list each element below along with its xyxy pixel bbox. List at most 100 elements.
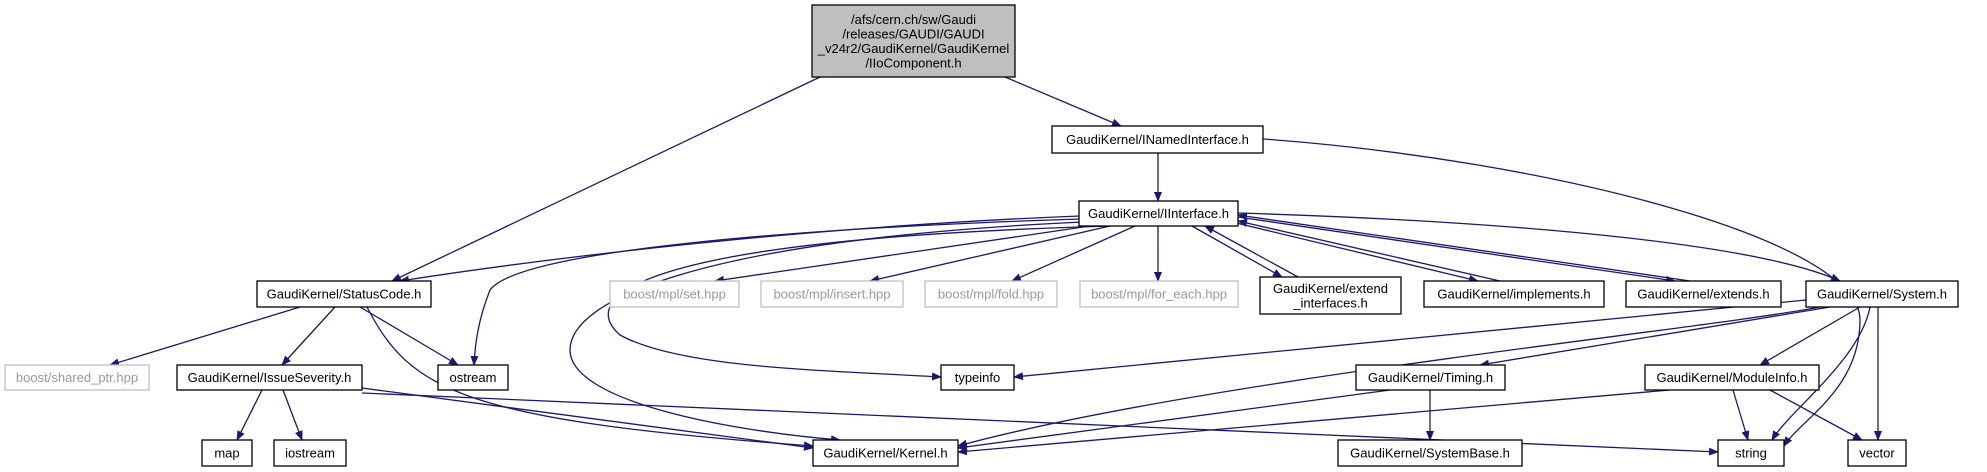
edge-issue-to-map	[236, 389, 263, 441]
node-label: _v24r2/GaudiKernel/GaudiKernel	[817, 41, 1010, 56]
edge-iiface-to-kernel	[569, 221, 1083, 444]
node-label: GaudiKernel/implements.h	[1437, 287, 1590, 302]
node-box	[812, 439, 959, 467]
edge-iiface-to-impl	[1231, 221, 1479, 283]
node-inamed[interactable]: GaudiKernel/INamedInterface.h	[1051, 125, 1264, 154]
edge-status-to-shptr	[109, 306, 301, 367]
edge-iiface-to-fold	[1011, 225, 1136, 282]
node-sysbase[interactable]: GaudiKernel/SystemBase.h	[1337, 439, 1523, 467]
node-label: boost/mpl/insert.hpp	[773, 287, 890, 302]
edge-status-to-kernel	[366, 306, 814, 450]
node-set: boost/mpl/set.hpp	[609, 280, 740, 308]
node-layer: /afs/cern.ch/sw/Gaudi/releases/GAUDI/GAU…	[4, 4, 1959, 467]
node-label: /afs/cern.ch/sw/Gaudi	[851, 12, 976, 27]
node-modinfo[interactable]: GaudiKernel/ModuleInfo.h	[1644, 364, 1820, 391]
node-label: GaudiKernel/INamedInterface.h	[1066, 132, 1249, 147]
node-box	[760, 280, 904, 308]
edge-extif-to-iiface	[1204, 225, 1299, 278]
node-typeinfo[interactable]: typeinfo	[940, 364, 1015, 391]
node-label: iostream	[285, 446, 335, 461]
node-shptr: boost/shared_ptr.hpp	[4, 364, 150, 391]
node-string[interactable]: string	[1717, 439, 1785, 467]
edge-system-to-timing	[1479, 306, 1831, 368]
node-label: GaudiKernel/extends.h	[1637, 287, 1769, 302]
node-label: vector	[1859, 446, 1895, 461]
node-box	[940, 364, 1015, 391]
node-box	[1355, 364, 1506, 391]
edge-modinfo-to-kernel	[957, 389, 1671, 456]
edge-system-to-typeinfo	[1013, 299, 1807, 381]
node-box	[1847, 439, 1907, 467]
edge-iiface-to-typeinfo	[607, 225, 1111, 381]
edge-system-to-string	[1771, 306, 1871, 441]
node-label: GaudiKernel/SystemBase.h	[1350, 446, 1510, 461]
edge-iiface-to-ostream	[470, 218, 1081, 366]
node-iiface[interactable]: GaudiKernel/IInterface.h	[1078, 200, 1239, 227]
node-extif[interactable]: GaudiKernel/extend_interfaces.h	[1259, 276, 1402, 315]
node-ostream[interactable]: ostream	[437, 364, 509, 391]
node-insert: boost/mpl/insert.hpp	[760, 280, 904, 308]
node-impl[interactable]: GaudiKernel/implements.h	[1423, 280, 1605, 308]
node-box	[273, 439, 347, 467]
edge-issue-to-iostream	[282, 389, 303, 441]
node-label: GaudiKernel/StatusCode.h	[267, 287, 422, 302]
node-box	[1717, 439, 1785, 467]
node-label: typeinfo	[955, 370, 1001, 385]
node-vector[interactable]: vector	[1847, 439, 1907, 467]
node-label: map	[214, 446, 239, 461]
node-box	[201, 439, 253, 467]
node-box	[1337, 439, 1523, 467]
node-timing[interactable]: GaudiKernel/Timing.h	[1355, 364, 1506, 391]
edge-iiface-to-system	[1237, 212, 1841, 282]
node-issue[interactable]: GaudiKernel/IssueSeverity.h	[176, 364, 363, 391]
node-box	[609, 280, 740, 308]
edge-iiface-to-set	[714, 225, 1091, 284]
edge-iiface-to-status	[399, 215, 1081, 284]
node-box	[1079, 280, 1239, 308]
node-box	[811, 4, 1016, 78]
node-box	[924, 280, 1058, 308]
node-box	[1805, 280, 1959, 308]
edge-iiface-to-extends	[1237, 216, 1676, 284]
node-foreach: boost/mpl/for_each.hpp	[1079, 280, 1239, 308]
node-label: boost/shared_ptr.hpp	[16, 370, 138, 385]
node-label: string	[1735, 446, 1767, 461]
node-label: GaudiKernel/Timing.h	[1368, 370, 1493, 385]
node-label: GaudiKernel/IssueSeverity.h	[188, 370, 352, 385]
node-label: /releases/GAUDI/GAUDI	[842, 26, 984, 41]
node-extends[interactable]: GaudiKernel/extends.h	[1625, 280, 1782, 308]
edge-extends-to-iiface	[1237, 212, 1691, 282]
node-fold: boost/mpl/fold.hpp	[924, 280, 1058, 308]
edge-layer	[109, 76, 1882, 456]
node-box	[1625, 280, 1782, 308]
node-box	[1423, 280, 1605, 308]
node-label: boost/mpl/for_each.hpp	[1091, 287, 1227, 302]
edge-inamed-to-string	[1262, 138, 1861, 447]
node-label: boost/mpl/set.hpp	[623, 287, 726, 302]
node-status[interactable]: GaudiKernel/StatusCode.h	[256, 280, 432, 308]
edge-root-to-inamed	[1004, 76, 1122, 127]
node-map[interactable]: map	[201, 439, 253, 467]
node-box	[1051, 125, 1264, 154]
node-box	[256, 280, 432, 308]
edge-modinfo-to-vector	[1769, 389, 1863, 441]
node-box	[1259, 276, 1402, 315]
edge-system-to-modinfo	[1759, 306, 1861, 366]
node-label: GaudiKernel/ModuleInfo.h	[1656, 370, 1807, 385]
node-kernel[interactable]: GaudiKernel/Kernel.h	[812, 439, 959, 467]
node-system[interactable]: GaudiKernel/System.h	[1805, 280, 1959, 308]
node-box	[437, 364, 509, 391]
node-box	[176, 364, 363, 391]
edge-impl-to-iiface	[1237, 219, 1501, 282]
node-label: GaudiKernel/System.h	[1817, 287, 1947, 302]
node-iostream[interactable]: iostream	[273, 439, 347, 467]
edge-iiface-to-insert	[869, 225, 1111, 283]
edge-status-to-issue	[281, 306, 336, 366]
node-label: _interfaces.h	[1292, 295, 1367, 310]
node-label: GaudiKernel/IInterface.h	[1088, 206, 1229, 221]
node-box	[1078, 200, 1239, 227]
edge-iiface-to-extif	[1191, 225, 1283, 278]
edge-issue-to-kernel	[361, 387, 814, 451]
node-root[interactable]: /afs/cern.ch/sw/Gaudi/releases/GAUDI/GAU…	[811, 4, 1016, 78]
